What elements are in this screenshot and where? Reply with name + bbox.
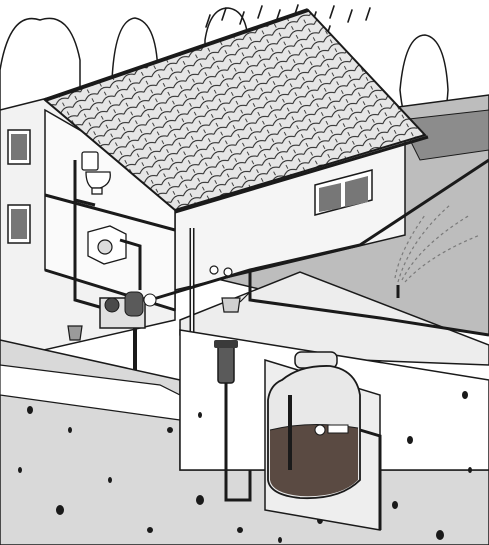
window-upper-left [8, 130, 30, 164]
window-lower-left [8, 205, 30, 243]
filter-icon [214, 340, 238, 383]
washing-machine-icon [88, 226, 126, 264]
bucket-icon [68, 326, 82, 340]
